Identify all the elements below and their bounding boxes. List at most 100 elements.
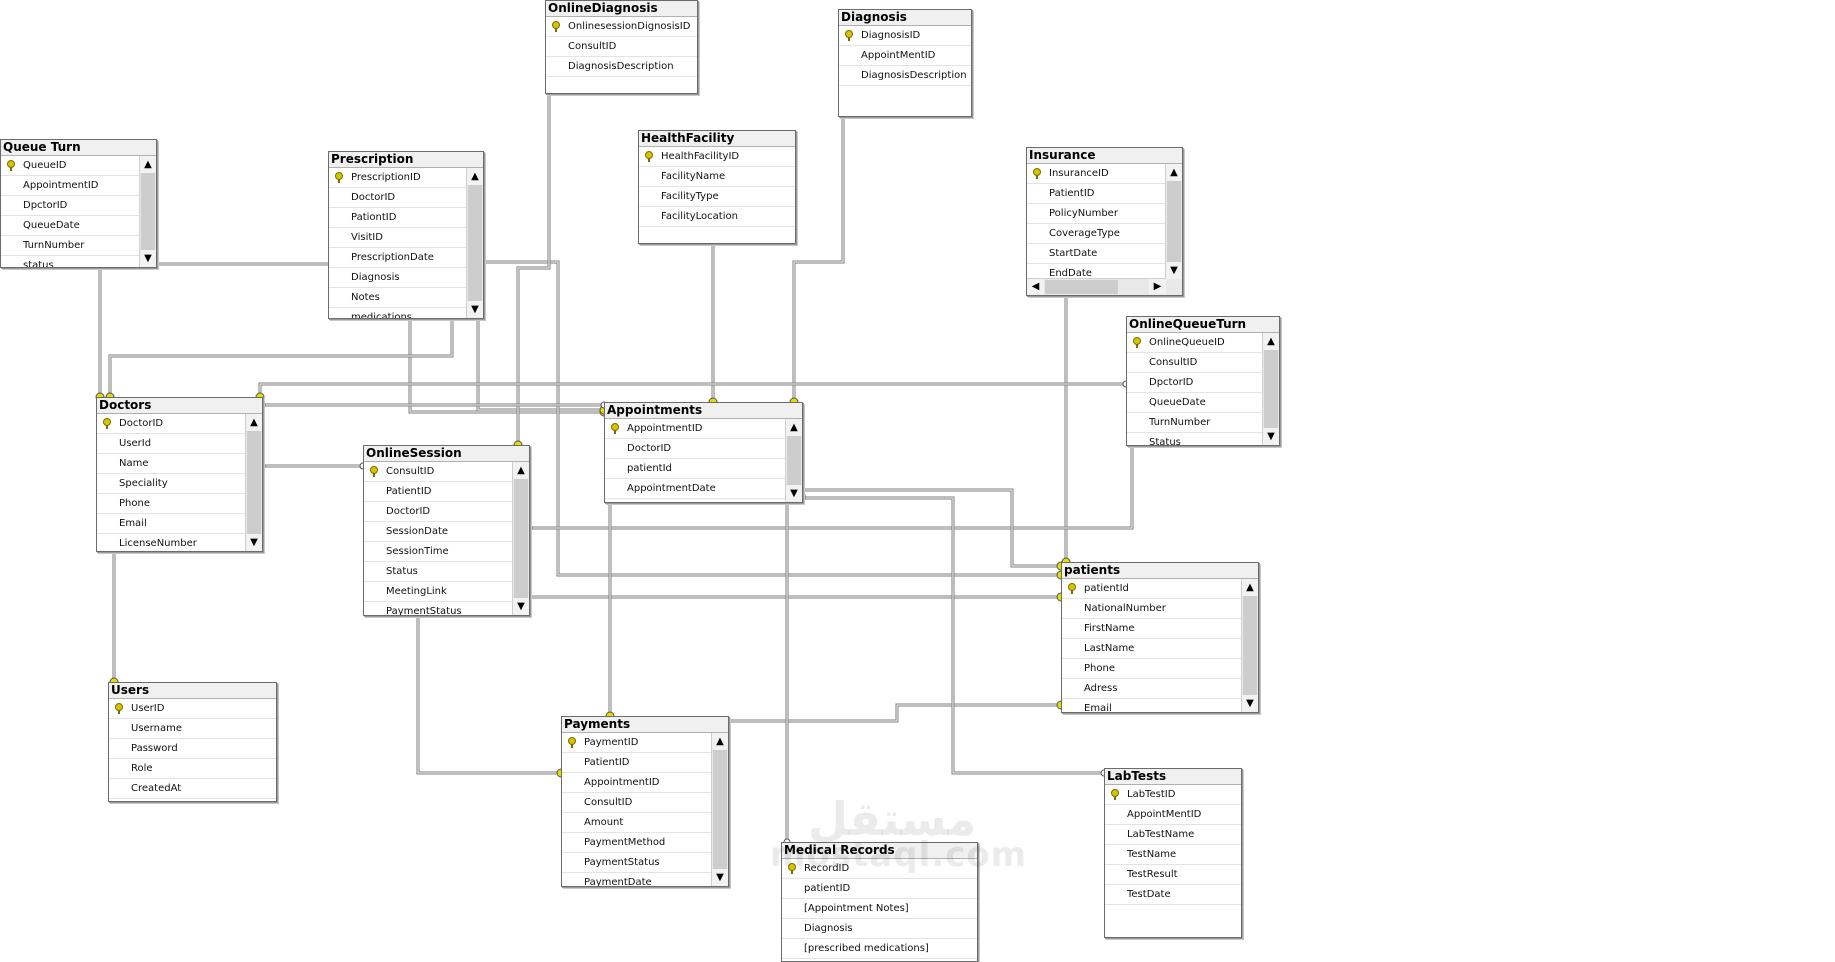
scroll-down-arrow-icon[interactable]: ▼	[513, 598, 529, 615]
column-row[interactable]: Status	[1127, 433, 1262, 445]
column-row[interactable]: Notes	[329, 288, 466, 308]
column-row[interactable]: FacilityLocation	[639, 207, 795, 227]
horizontal-scroll-thumb[interactable]	[1045, 280, 1118, 294]
column-row[interactable]: ConsultID	[562, 793, 711, 813]
scroll-thumb[interactable]	[787, 436, 801, 485]
relationship-doctors-users[interactable]	[109, 546, 119, 687]
column-row[interactable]: SessionTime	[364, 542, 512, 562]
column-row[interactable]: AppointmentID	[562, 773, 711, 793]
column-row[interactable]: TestDate	[1105, 885, 1241, 905]
column-row[interactable]: PatientID	[1027, 184, 1165, 204]
column-row[interactable]: QueueID	[1, 156, 139, 176]
scroll-thumb[interactable]	[1167, 181, 1181, 262]
column-row[interactable]: DoctorID	[605, 439, 785, 459]
column-row[interactable]: UserID	[109, 699, 276, 719]
column-row[interactable]: PatientID	[562, 753, 711, 773]
relationship-onlinesession-patients[interactable]	[524, 592, 1066, 602]
relationship-medicalrecords-patients[interactable]	[783, 491, 806, 846]
column-row[interactable]: DoctorID	[97, 414, 245, 434]
column-row[interactable]: HealthFacilityID	[639, 147, 795, 167]
column-row[interactable]: RecordID	[782, 859, 977, 879]
scroll-thumb[interactable]	[141, 173, 155, 250]
column-row[interactable]: ConsultID	[1127, 353, 1262, 373]
column-row[interactable]: DpctorID	[1127, 373, 1262, 393]
column-row[interactable]: AppointmentID	[605, 419, 785, 439]
column-row[interactable]: DiagnosisDescription	[546, 57, 697, 77]
table-title[interactable]: Prescription	[329, 152, 483, 168]
table-title[interactable]: Payments	[562, 717, 728, 733]
column-row[interactable]: Amount	[562, 813, 711, 833]
relationship-payments-appointments[interactable]	[605, 497, 615, 721]
table-title[interactable]: Doctors	[97, 398, 262, 414]
scroll-thumb[interactable]	[713, 750, 727, 869]
column-row[interactable]: Phone	[1062, 659, 1241, 679]
column-row[interactable]: status	[1, 256, 139, 267]
vertical-scrollbar[interactable]: ▲▼	[1165, 164, 1182, 279]
scroll-down-arrow-icon[interactable]: ▼	[712, 869, 728, 886]
column-row[interactable]: Role	[109, 759, 276, 779]
scroll-up-arrow-icon[interactable]: ▲	[467, 168, 483, 185]
column-row[interactable]: CreatedAt	[109, 779, 276, 799]
column-row[interactable]: PaymentID	[562, 733, 711, 753]
relationship-payments-onlinesession[interactable]	[414, 610, 566, 778]
column-row[interactable]: ConsultID	[546, 37, 697, 57]
column-row[interactable]: LabTestName	[1105, 825, 1241, 845]
column-row[interactable]: StartDate	[1027, 244, 1165, 264]
column-row[interactable]: PrescriptionID	[329, 168, 466, 188]
scroll-up-arrow-icon[interactable]: ▲	[1242, 579, 1258, 596]
column-row[interactable]: PaymentDate	[562, 873, 711, 886]
column-row[interactable]: Username	[109, 719, 276, 739]
relationship-queueturn-doctors[interactable]	[95, 262, 105, 402]
column-row[interactable]: AppointMentID	[1105, 805, 1241, 825]
column-row[interactable]: AppointMentID	[839, 46, 971, 66]
table-title[interactable]: OnlineQueueTurn	[1127, 317, 1279, 333]
column-row[interactable]: patientId	[1062, 579, 1241, 599]
vertical-scrollbar[interactable]: ▲▼	[785, 419, 802, 502]
column-row[interactable]: Password	[109, 739, 276, 759]
table-title[interactable]: LabTests	[1105, 769, 1241, 785]
table-title[interactable]: HealthFacility	[639, 131, 795, 147]
column-row[interactable]: medications	[329, 308, 466, 318]
scroll-up-arrow-icon[interactable]: ▲	[140, 156, 156, 173]
horizontal-scrollbar[interactable]: ◀▶	[1027, 278, 1166, 295]
relationship-prescription-doctors[interactable]	[105, 313, 456, 402]
column-row[interactable]: DiagnosisID	[839, 26, 971, 46]
table-title[interactable]: OnlineSession	[364, 446, 529, 462]
relationship-onlinequeueturn-doctors[interactable]	[255, 380, 1130, 402]
scroll-up-arrow-icon[interactable]: ▲	[513, 462, 529, 479]
column-row[interactable]: TurnNumber	[1, 236, 139, 256]
column-row[interactable]: OnlineQueueID	[1127, 333, 1262, 353]
column-row[interactable]: TestName	[1105, 845, 1241, 865]
vertical-scrollbar[interactable]: ▲▼	[139, 156, 156, 267]
column-row[interactable]: AppointmentID	[1, 176, 139, 196]
relationship-prescription-patients[interactable]	[474, 313, 609, 415]
vertical-scrollbar[interactable]: ▲▼	[245, 414, 262, 551]
column-row[interactable]: PatientID	[364, 482, 512, 502]
column-row[interactable]: InsuranceID	[1027, 164, 1165, 184]
scroll-thumb[interactable]	[514, 479, 528, 598]
column-row[interactable]: EndDate	[1027, 264, 1165, 278]
scroll-down-arrow-icon[interactable]: ▼	[140, 250, 156, 267]
column-row[interactable]: AppointmentDate	[605, 479, 785, 499]
relationship-healthfacility-appointments[interactable]	[708, 238, 718, 407]
scroll-thumb[interactable]	[1264, 350, 1278, 428]
vertical-scrollbar[interactable]: ▲▼	[512, 462, 529, 615]
column-row[interactable]: QueueDate	[1127, 393, 1262, 413]
column-row[interactable]: LastName	[1062, 639, 1241, 659]
column-row[interactable]: PaymentStatus	[364, 602, 512, 615]
column-row[interactable]: Diagnosis	[329, 268, 466, 288]
relationship-onlinediagnosis-onlinesession[interactable]	[513, 88, 553, 450]
relationship-payments-patients[interactable]	[723, 700, 1066, 725]
scroll-down-arrow-icon[interactable]: ▼	[786, 485, 802, 502]
column-row[interactable]: FacilityType	[639, 187, 795, 207]
